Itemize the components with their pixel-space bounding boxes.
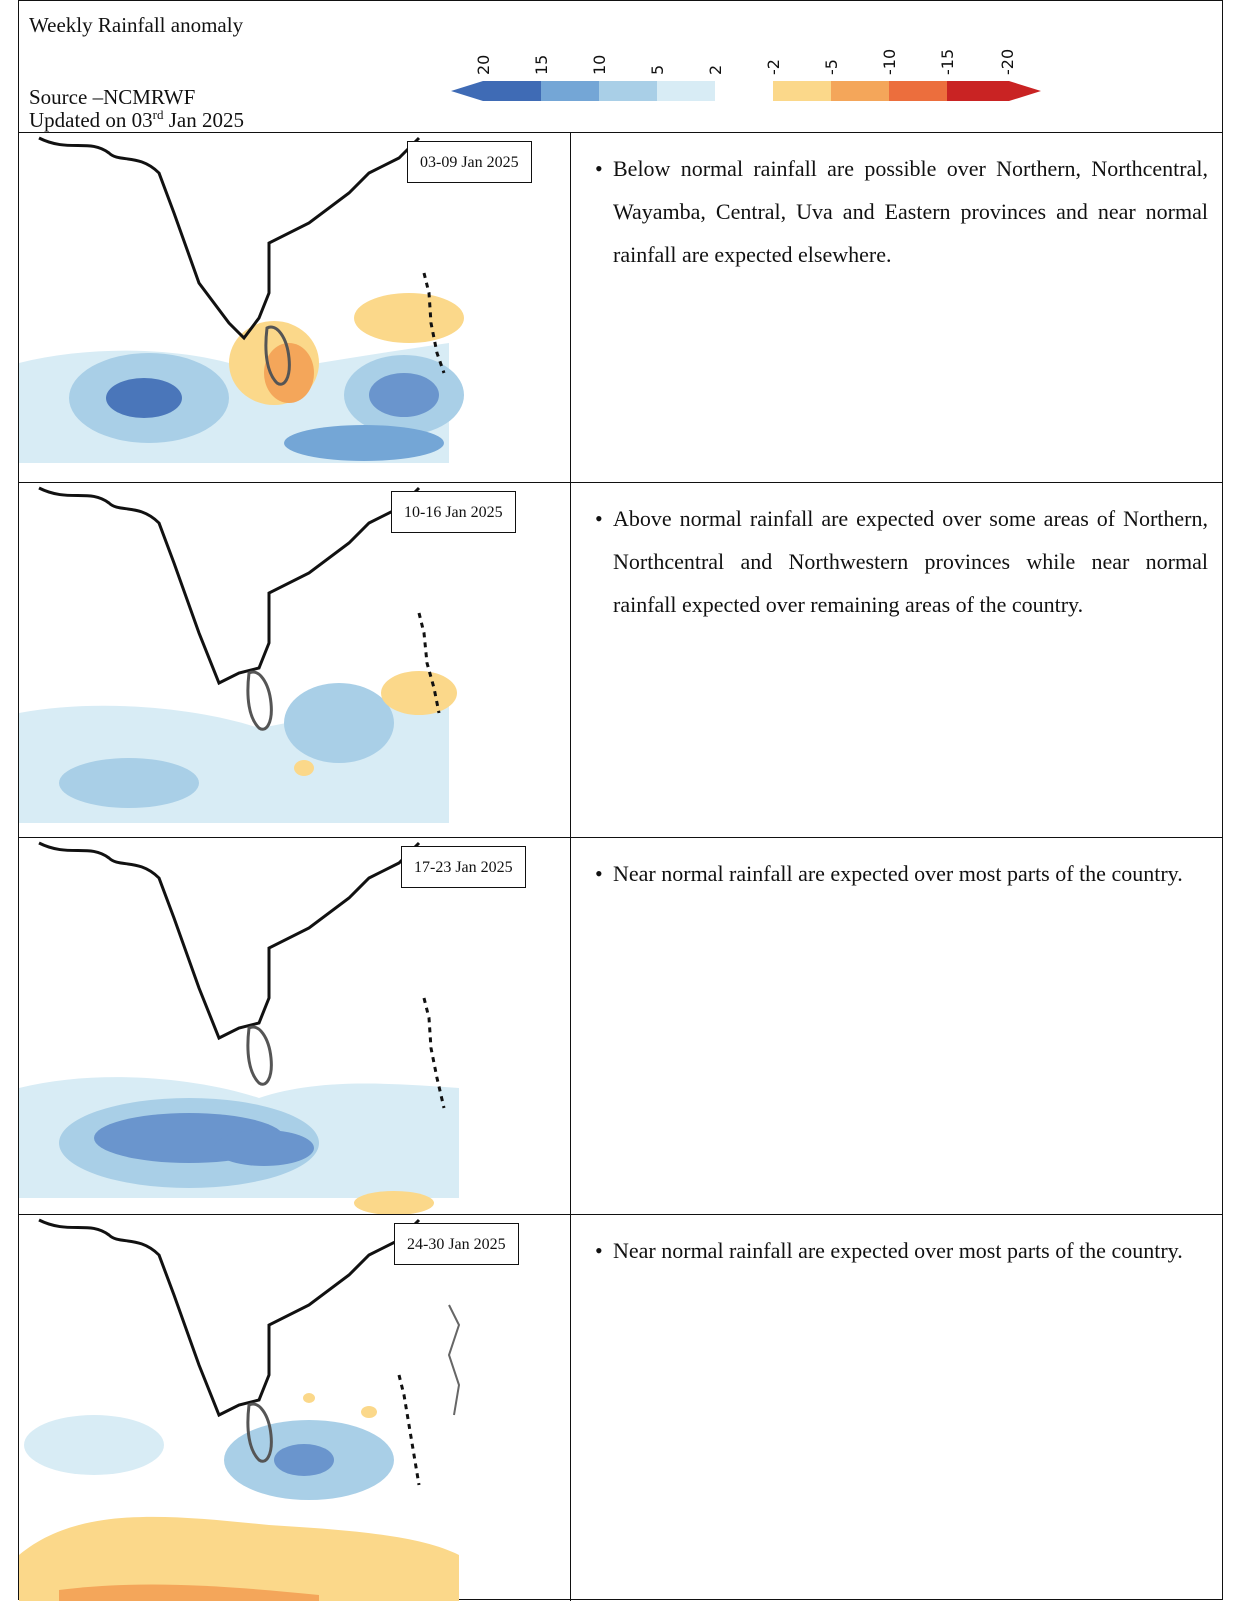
forecast-bullet: Above normal rainfall are expected over … <box>595 497 1208 626</box>
legend-arrow-left <box>451 81 483 101</box>
forecast-text-cell: Near normal rainfall are expected over m… <box>571 838 1222 1214</box>
forecast-bullet: Below normal rainfall are possible over … <box>595 147 1208 276</box>
week-date-label: 24-30 Jan 2025 <box>394 1223 519 1265</box>
color-scale-legend: 20 15 10 5 2 -2 -5 -10 -15 -20 <box>451 49 1041 101</box>
legend-tick-2: 15 <box>532 55 551 75</box>
week-date-label: 10-16 Jan 2025 <box>391 491 516 533</box>
legend-swatch-7 <box>831 81 889 101</box>
legend-tick-8: -10 <box>880 49 899 75</box>
updated-date: Updated on 03rd Jan 2025 <box>29 107 244 132</box>
forecast-text-cell: Near normal rainfall are expected over m… <box>571 1215 1222 1601</box>
legend-tick-7: -5 <box>822 59 841 75</box>
legend-tick-1: 20 <box>474 55 493 75</box>
forecast-bullet: Near normal rainfall are expected over m… <box>595 852 1208 895</box>
forecast-row-2: 10-16 Jan 2025 Above normal rainfall are… <box>19 483 1222 838</box>
legend-swatch-8 <box>889 81 947 101</box>
week-date-label: 03-09 Jan 2025 <box>407 141 532 183</box>
legend-swatch-5 <box>715 81 773 101</box>
forecast-row-1: 03-09 Jan 2025 Below normal rainfall are… <box>19 133 1222 483</box>
forecast-text-cell: Above normal rainfall are expected over … <box>571 483 1222 837</box>
page-title: Weekly Rainfall anomaly <box>29 13 244 37</box>
legend-swatch-2 <box>541 81 599 101</box>
forecast-row-4: 24-30 Jan 2025 Near normal rainfall are … <box>19 1215 1222 1601</box>
anomaly-map-4: 24-30 Jan 2025 <box>19 1215 571 1601</box>
anomaly-map-2: 10-16 Jan 2025 <box>19 483 571 837</box>
legend-tick-5: 2 <box>706 65 725 75</box>
legend-tick-10: -20 <box>998 49 1017 75</box>
header-row: Weekly Rainfall anomaly Source –NCMRWF U… <box>19 1 1222 133</box>
legend-swatch-9 <box>947 81 1009 101</box>
forecast-row-3: 17-23 Jan 2025 Near normal rainfall are … <box>19 838 1222 1215</box>
legend-swatch-3 <box>599 81 657 101</box>
legend-tick-3: 10 <box>590 55 609 75</box>
forecast-bullet: Near normal rainfall are expected over m… <box>595 1229 1208 1272</box>
legend-tick-4: 5 <box>648 65 667 75</box>
forecast-document: Weekly Rainfall anomaly Source –NCMRWF U… <box>18 0 1223 1601</box>
legend-swatch-1 <box>483 81 541 101</box>
legend-swatch-6 <box>773 81 831 101</box>
forecast-text-cell: Below normal rainfall are possible over … <box>571 133 1222 482</box>
legend-tick-6: -2 <box>764 59 783 75</box>
source-label: Source –NCMRWF <box>29 85 196 109</box>
legend-swatch-4 <box>657 81 715 101</box>
anomaly-map-3: 17-23 Jan 2025 <box>19 838 571 1214</box>
anomaly-map-1: 03-09 Jan 2025 <box>19 133 571 482</box>
legend-arrow-right <box>1009 81 1041 101</box>
week-date-label: 17-23 Jan 2025 <box>401 846 526 888</box>
legend-tick-9: -15 <box>938 49 957 75</box>
